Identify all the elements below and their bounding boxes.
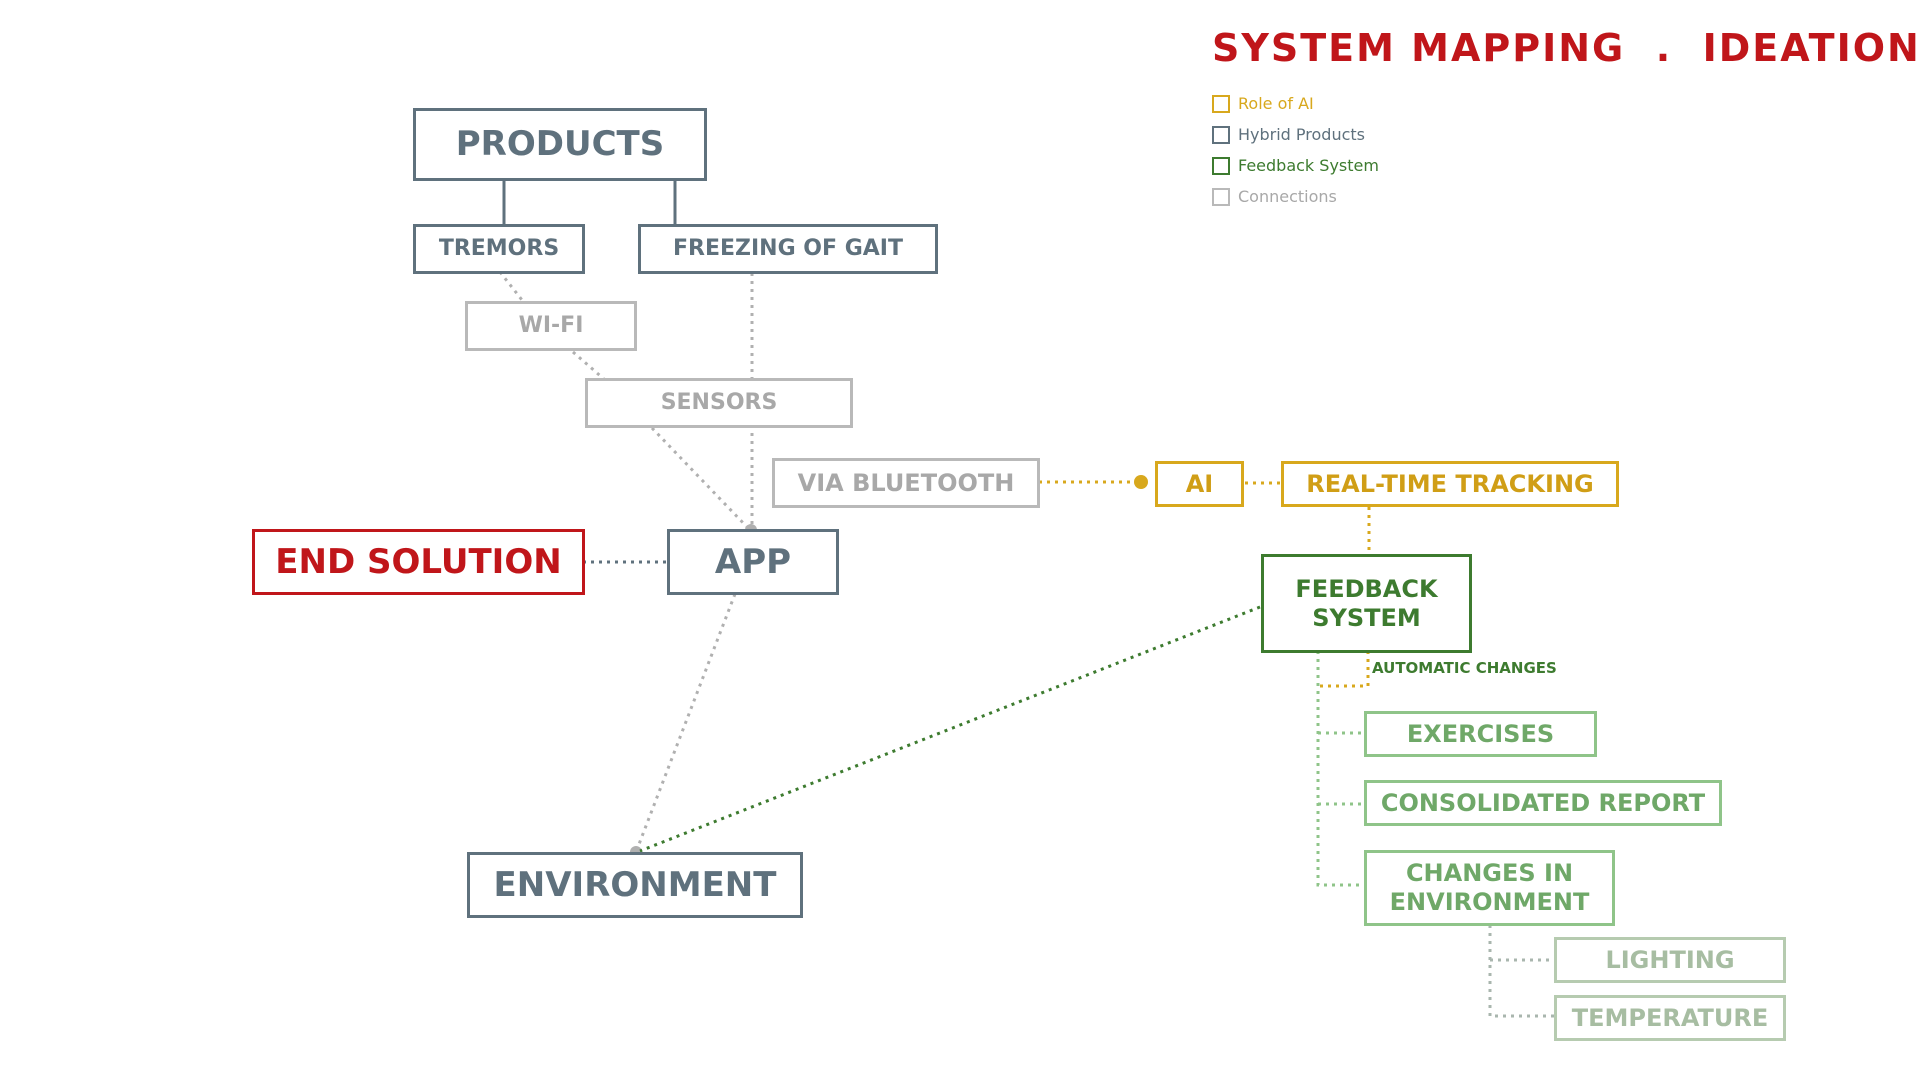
legend: Role of AI Hybrid Products Feedback Syst…	[1212, 88, 1379, 212]
node-changes-in-environment: CHANGES IN ENVIRONMENT	[1364, 850, 1615, 926]
node-via-bluetooth: VIA BLUETOOTH	[772, 458, 1040, 508]
node-end-solution: END SOLUTION	[252, 529, 585, 595]
page-title: SYSTEM MAPPING . IDEATIONS	[1212, 26, 1920, 70]
node-feedback-system: FEEDBACK SYSTEM	[1261, 554, 1472, 653]
legend-swatch-icon	[1212, 94, 1230, 113]
legend-label: Hybrid Products	[1238, 125, 1366, 144]
node-exercises: EXERCISES	[1364, 711, 1597, 757]
node-products: PRODUCTS	[413, 108, 707, 181]
wifi-to-sensors-line	[572, 350, 606, 382]
node-lighting: LIGHTING	[1554, 937, 1786, 983]
legend-label: Feedback System	[1238, 156, 1379, 175]
feedback-to-environment-line	[639, 605, 1261, 853]
node-app: APP	[667, 529, 839, 595]
feedback-tree-trunk	[1316, 651, 1365, 887]
node-tremors: TREMORS	[413, 224, 585, 274]
node-wifi: WI-FI	[465, 301, 637, 351]
node-sensors: SENSORS	[585, 378, 853, 428]
ai-input-dot	[1134, 475, 1148, 489]
node-temperature: TEMPERATURE	[1554, 995, 1786, 1041]
app-to-environment-line	[634, 593, 737, 853]
sensors-to-app-line	[650, 426, 750, 530]
automatic-changes-line	[1320, 651, 1370, 688]
environment-tree-trunk	[1488, 925, 1555, 1018]
legend-item-role-of-ai: Role of AI	[1212, 88, 1379, 119]
annotation-automatic-changes: AUTOMATIC CHANGES	[1372, 659, 1557, 677]
legend-swatch-icon	[1212, 125, 1230, 144]
node-environment: ENVIRONMENT	[467, 852, 803, 918]
node-freezing-of-gait: FREEZING OF GAIT	[638, 224, 938, 274]
legend-item-feedback-system: Feedback System	[1212, 150, 1379, 181]
node-real-time-tracking: REAL-TIME TRACKING	[1281, 461, 1619, 507]
legend-swatch-icon	[1212, 156, 1230, 175]
legend-label: Connections	[1238, 187, 1337, 206]
legend-item-connections: Connections	[1212, 181, 1379, 212]
node-ai: AI	[1155, 461, 1244, 507]
node-consolidated-report: CONSOLIDATED REPORT	[1364, 780, 1722, 826]
legend-label: Role of AI	[1238, 94, 1314, 113]
legend-swatch-icon	[1212, 187, 1230, 206]
legend-item-hybrid-products: Hybrid Products	[1212, 119, 1379, 150]
tremors-to-wifi-line	[498, 271, 524, 301]
